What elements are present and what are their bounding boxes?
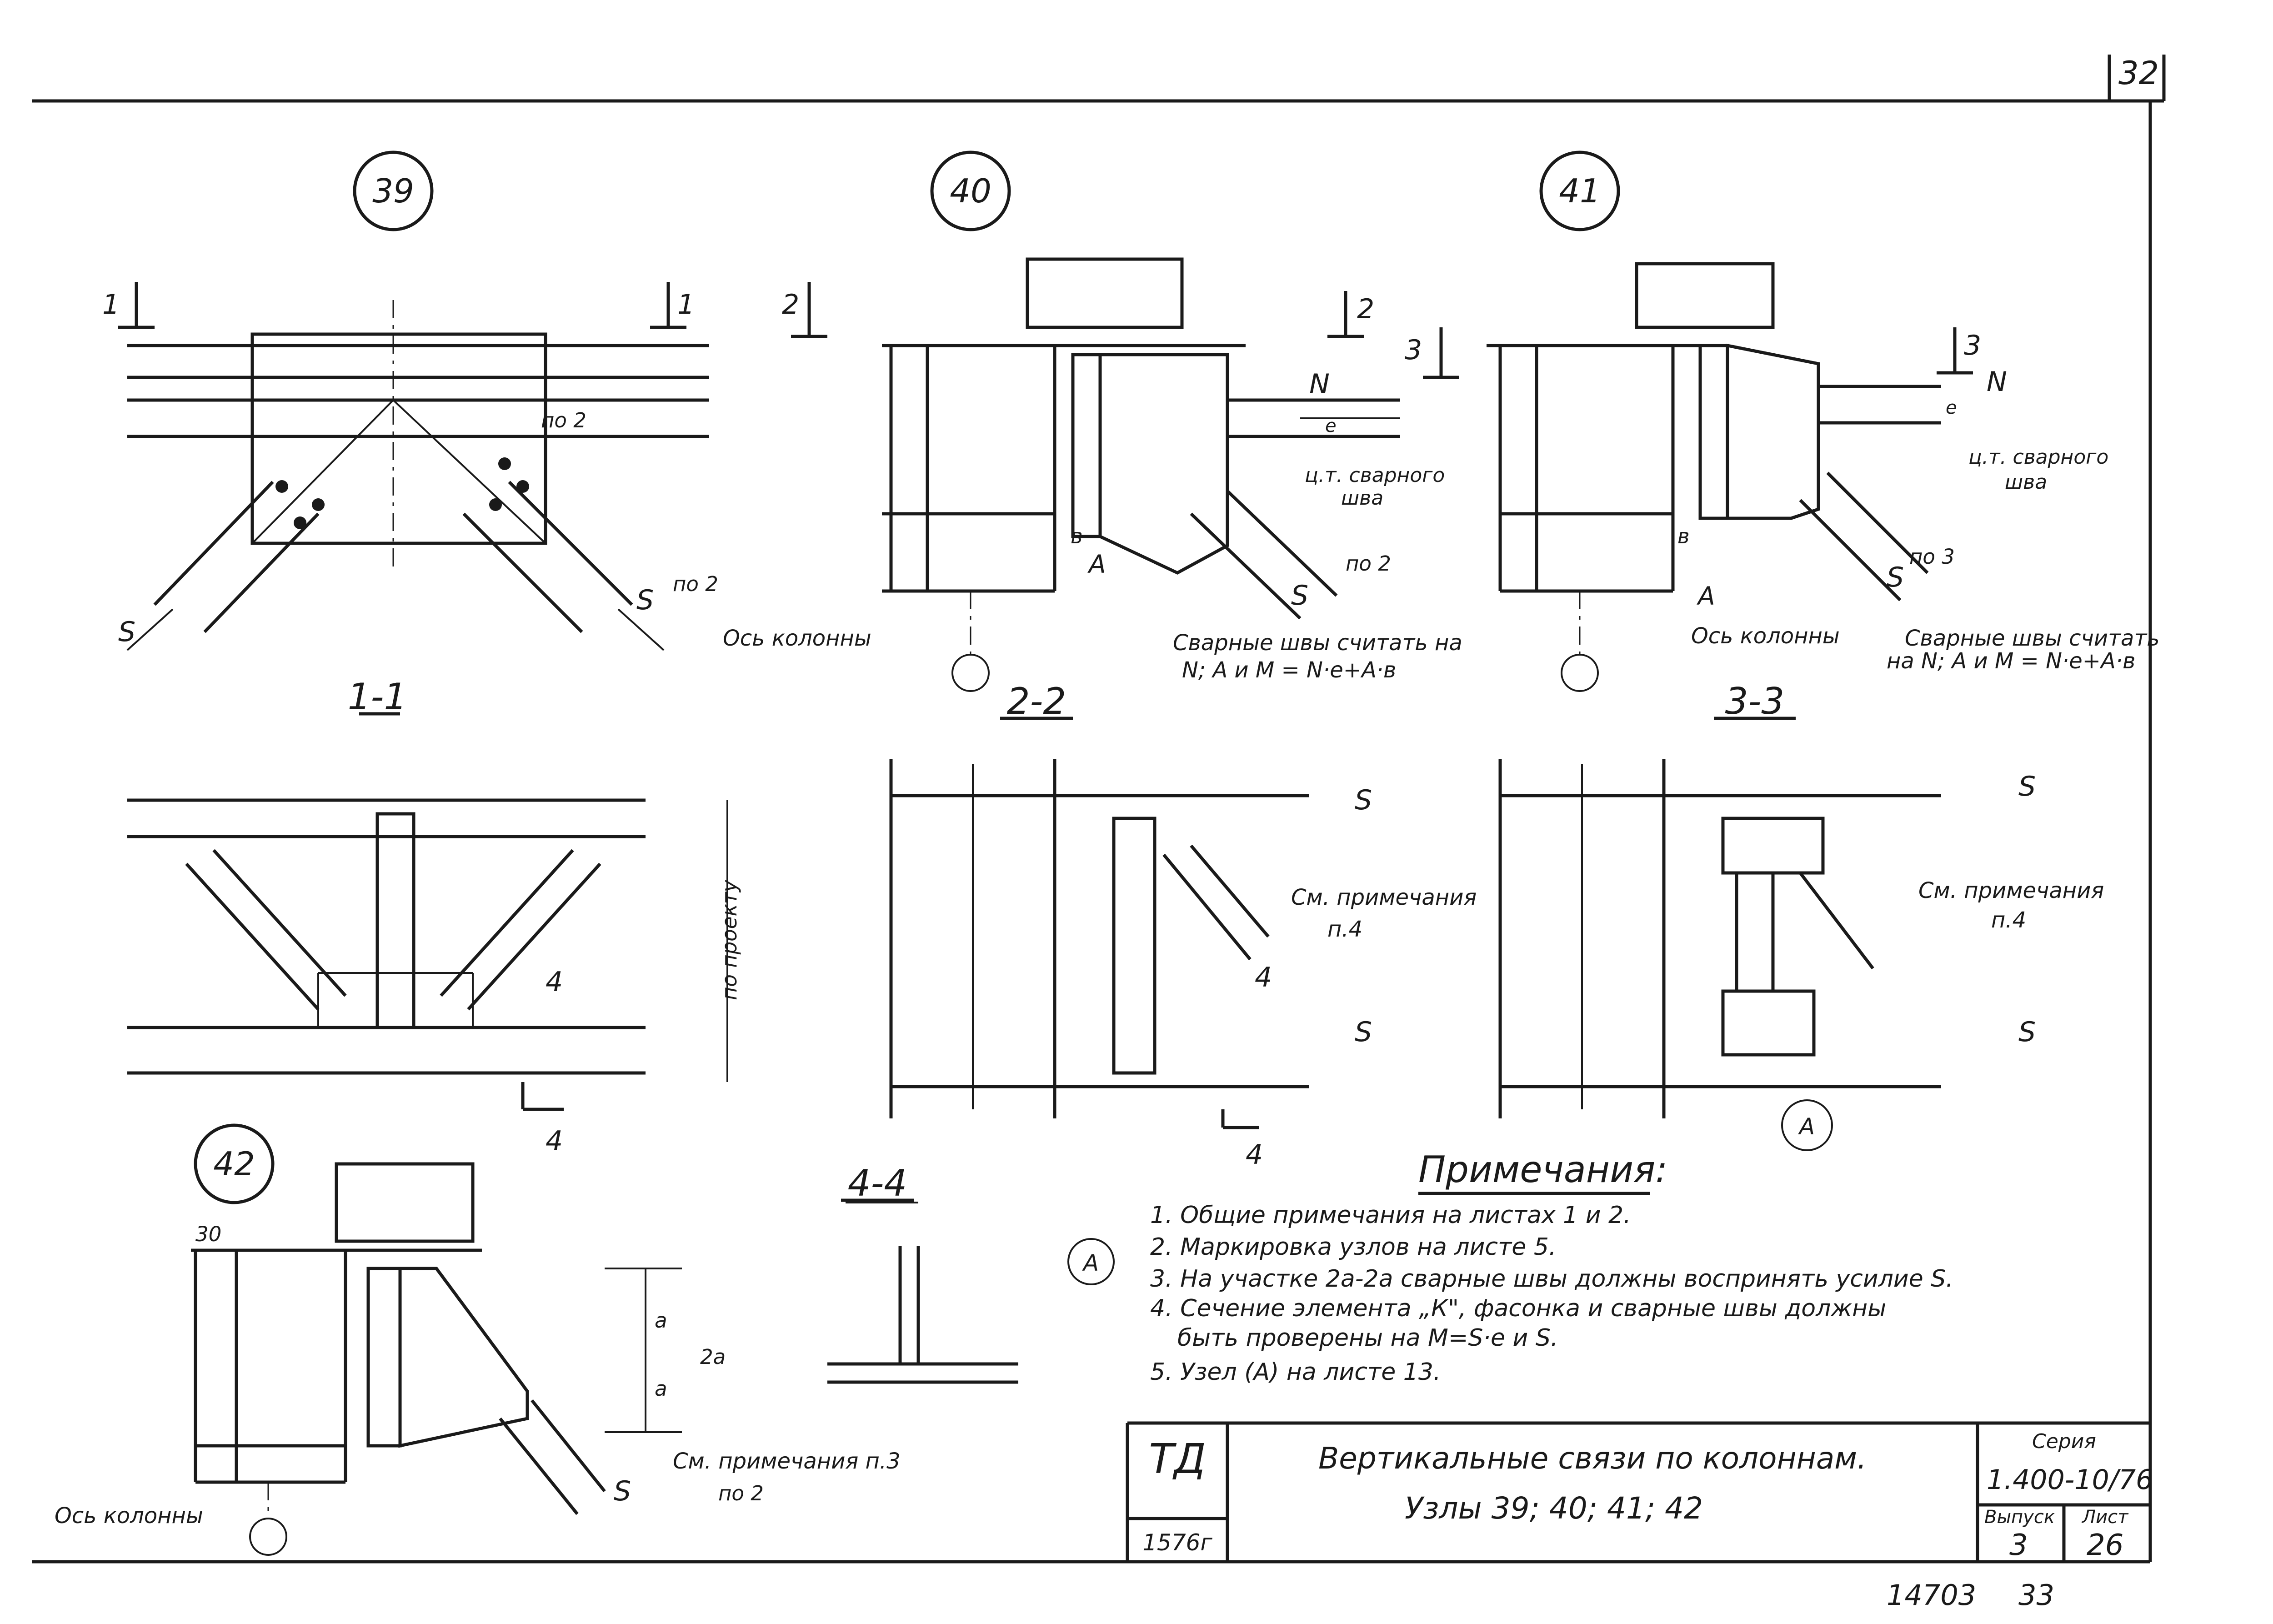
force-s-39-right: S <box>636 584 654 616</box>
welds-note-40-line1: Сварные швы считать на <box>1173 630 1462 656</box>
sheet-label: Лист <box>2081 1507 2129 1528</box>
node-label-39: 39 <box>372 172 414 210</box>
drawing-title-line2: Узлы 39; 40; 41; 42 <box>1405 1491 1703 1526</box>
weld-center-40-line1: ц.т. сварного <box>1305 464 1445 487</box>
note-1: 1. Общие примечания на листах 1 и 2. <box>1150 1202 1631 1229</box>
see-note-3-42: См. примечания п.3 <box>673 1449 901 1474</box>
ref-node-a-2-2: А <box>1082 1250 1099 1276</box>
section-title-4-4: 4-4 <box>848 1162 907 1204</box>
node-label-42: 42 <box>213 1145 255 1183</box>
cut-mark-2-left: 2 <box>782 289 799 321</box>
note-4: 4. Сечение элемента „К", фасонка и сварн… <box>1150 1295 1886 1322</box>
dim-a-1: a <box>655 1308 667 1333</box>
weld-center-41-line1: ц.т. сварного <box>1968 446 2108 469</box>
issue-value: 3 <box>2009 1529 2028 1562</box>
dim-e-40: e <box>1325 416 1337 436</box>
node-label-40: 40 <box>950 172 991 210</box>
see-note-4-2-2-item: п.4 <box>1327 917 1362 942</box>
dim-2a: 2a <box>700 1345 726 1369</box>
welds-note-41-line1: Сварные швы считать <box>1905 626 2160 651</box>
dim-e-41: e <box>1946 397 1957 418</box>
weld-center-41-line2: шва <box>2005 471 2047 494</box>
see-note-4-2-2: См. примечания <box>1291 885 1477 910</box>
sheet-frame <box>32 55 2166 1564</box>
see-note-4-3-3: См. примечания <box>1918 878 2104 903</box>
drawing-title-line1: Вертикальные связи по колоннам. <box>1318 1441 1867 1476</box>
series-value: 1.400-10/76 <box>1987 1464 2153 1496</box>
force-a-40: А <box>1087 550 1106 579</box>
dim-b-40: в <box>1071 524 1083 548</box>
ref-node-a-3-3: А <box>1798 1113 1815 1140</box>
note-4-cont: быть проверены на M=S·e и S. <box>1177 1324 1558 1352</box>
welds-note-41-line2: на N; A и M = N·e+A·в <box>1887 648 2135 674</box>
force-s-40: S <box>1291 580 1308 612</box>
force-s-41: S <box>1887 561 1904 593</box>
node-42-drawing <box>191 1162 682 1556</box>
cut-mark-1-right: 1 <box>677 289 695 321</box>
cut-mark-4-upper: 4 <box>546 966 563 998</box>
note-2: 2. Маркировка узлов на листе 5. <box>1150 1233 1556 1261</box>
notes-title: Примечания: <box>1418 1148 1667 1191</box>
node-circle-40 <box>930 150 1011 231</box>
title-block-code: 1576г <box>1142 1529 1212 1556</box>
dim-a-2: a <box>655 1377 667 1401</box>
sheet-number: 32 <box>2118 55 2159 92</box>
section-title-1-1: 1-1 <box>348 676 407 718</box>
node-circle-39 <box>353 150 434 231</box>
dim-po2-39-side: по 2 <box>673 572 718 596</box>
issue-label: Выпуск <box>1984 1507 2055 1528</box>
force-n-41: N <box>1987 366 2007 398</box>
welds-note-40-line2: N; A и M = N·e+A·в <box>1182 657 1396 683</box>
node-label-41: 41 <box>1559 172 1601 210</box>
cut-mark-3-right: 3 <box>1964 330 1981 361</box>
column-axis-41: Ось колонны <box>1691 623 1840 649</box>
section-3-3-drawing <box>1498 759 1941 1151</box>
dim-po3-41: по 3 <box>1909 545 1955 569</box>
cut-mark-1-left: 1 <box>102 289 120 321</box>
section-title-3-3: 3-3 <box>1725 680 1785 722</box>
note-5: 5. Узел (А) на листе 13. <box>1150 1358 1441 1386</box>
force-s-2-2-bottom: S <box>1355 1016 1372 1048</box>
sheet-value: 26 <box>2087 1529 2123 1562</box>
cut-mark-4-s2-lower: 4 <box>1246 1139 1263 1171</box>
force-a-41: А <box>1697 581 1715 611</box>
dim-po-proekty: по проекту <box>717 879 741 1000</box>
series-label: Серия <box>2032 1430 2096 1453</box>
dim-b-41: в <box>1677 524 1690 548</box>
dim-po2-40: по 2 <box>1346 551 1391 576</box>
column-axis-40: Ось колонны <box>723 626 871 651</box>
node-circle-41 <box>1539 150 1620 231</box>
footer-number-right: 33 <box>2018 1579 2054 1612</box>
weld-center-40-line2: шва <box>1341 486 1383 510</box>
cut-mark-2-right: 2 <box>1357 293 1374 325</box>
dim-po2-39-top: по 2 <box>541 408 586 432</box>
title-block-logo: ТД <box>1149 1435 1206 1483</box>
dim-30: 30 <box>195 1222 221 1246</box>
node-39-drawing <box>118 282 709 651</box>
cut-mark-4-s2-upper: 4 <box>1255 962 1272 993</box>
node-40-drawing <box>791 257 1400 692</box>
note-3: 3. На участке 2а-2а сварные швы должны в… <box>1150 1265 1953 1293</box>
force-s-2-2-top: S <box>1355 784 1372 816</box>
force-n-40: N <box>1309 368 1330 400</box>
see-note-4-3-3-item: п.4 <box>1991 907 2026 933</box>
node-41-drawing <box>1423 262 1973 692</box>
cut-mark-4-lower: 4 <box>546 1125 563 1157</box>
node-circle-42 <box>194 1123 275 1204</box>
title-block <box>1126 1421 2150 1562</box>
section-4-4-drawing <box>827 1202 1018 1384</box>
cut-mark-3-left: 3 <box>1405 334 1422 366</box>
force-s-3-3-top: S <box>2018 771 2036 802</box>
section-title-2-2: 2-2 <box>1007 680 1066 722</box>
force-s-3-3-bottom: S <box>2018 1016 2036 1048</box>
dim-po2-42: по 2 <box>718 1481 764 1505</box>
force-s-39-left: S <box>118 616 135 648</box>
column-axis-42: Ось колонны <box>55 1503 203 1529</box>
section-1-1-drawing <box>127 798 728 1111</box>
section-2-2-drawing <box>889 759 1309 1285</box>
footer-number-left: 14703 <box>1887 1579 1976 1612</box>
force-s-42: S <box>614 1475 631 1507</box>
